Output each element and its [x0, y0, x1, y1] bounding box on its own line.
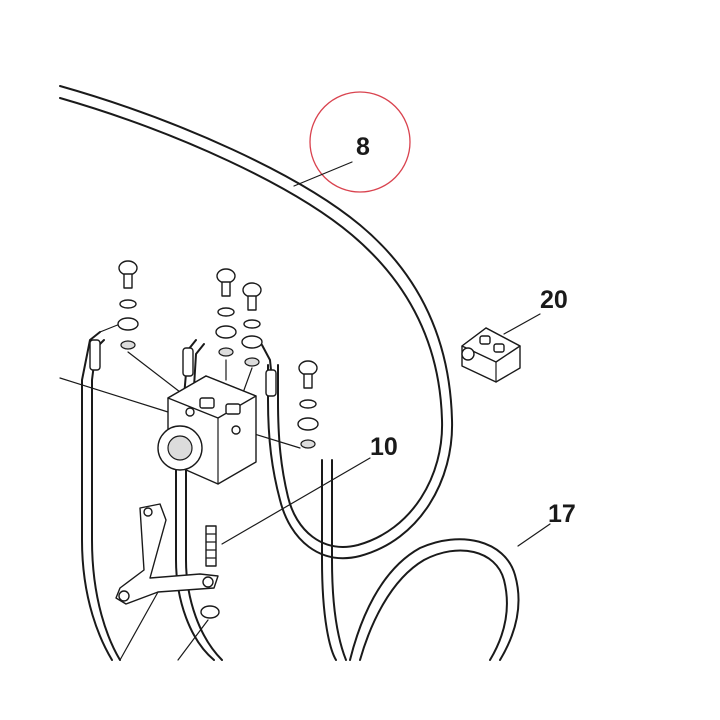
callout-8: 8	[356, 133, 370, 161]
callout-leaders	[221, 161, 551, 547]
cable-17	[321, 459, 520, 661]
right-cable	[261, 344, 277, 397]
threaded-stud	[205, 525, 217, 567]
connector-20	[461, 327, 521, 383]
highlight-circle	[309, 91, 411, 193]
bracket	[115, 503, 220, 661]
callout-10: 10	[370, 433, 398, 461]
valve-block	[157, 375, 257, 485]
bolts	[117, 260, 319, 449]
callout-17: 17	[548, 500, 576, 528]
callout-20: 20	[540, 286, 568, 314]
cable-8	[59, 85, 454, 560]
left-cable	[81, 323, 121, 661]
